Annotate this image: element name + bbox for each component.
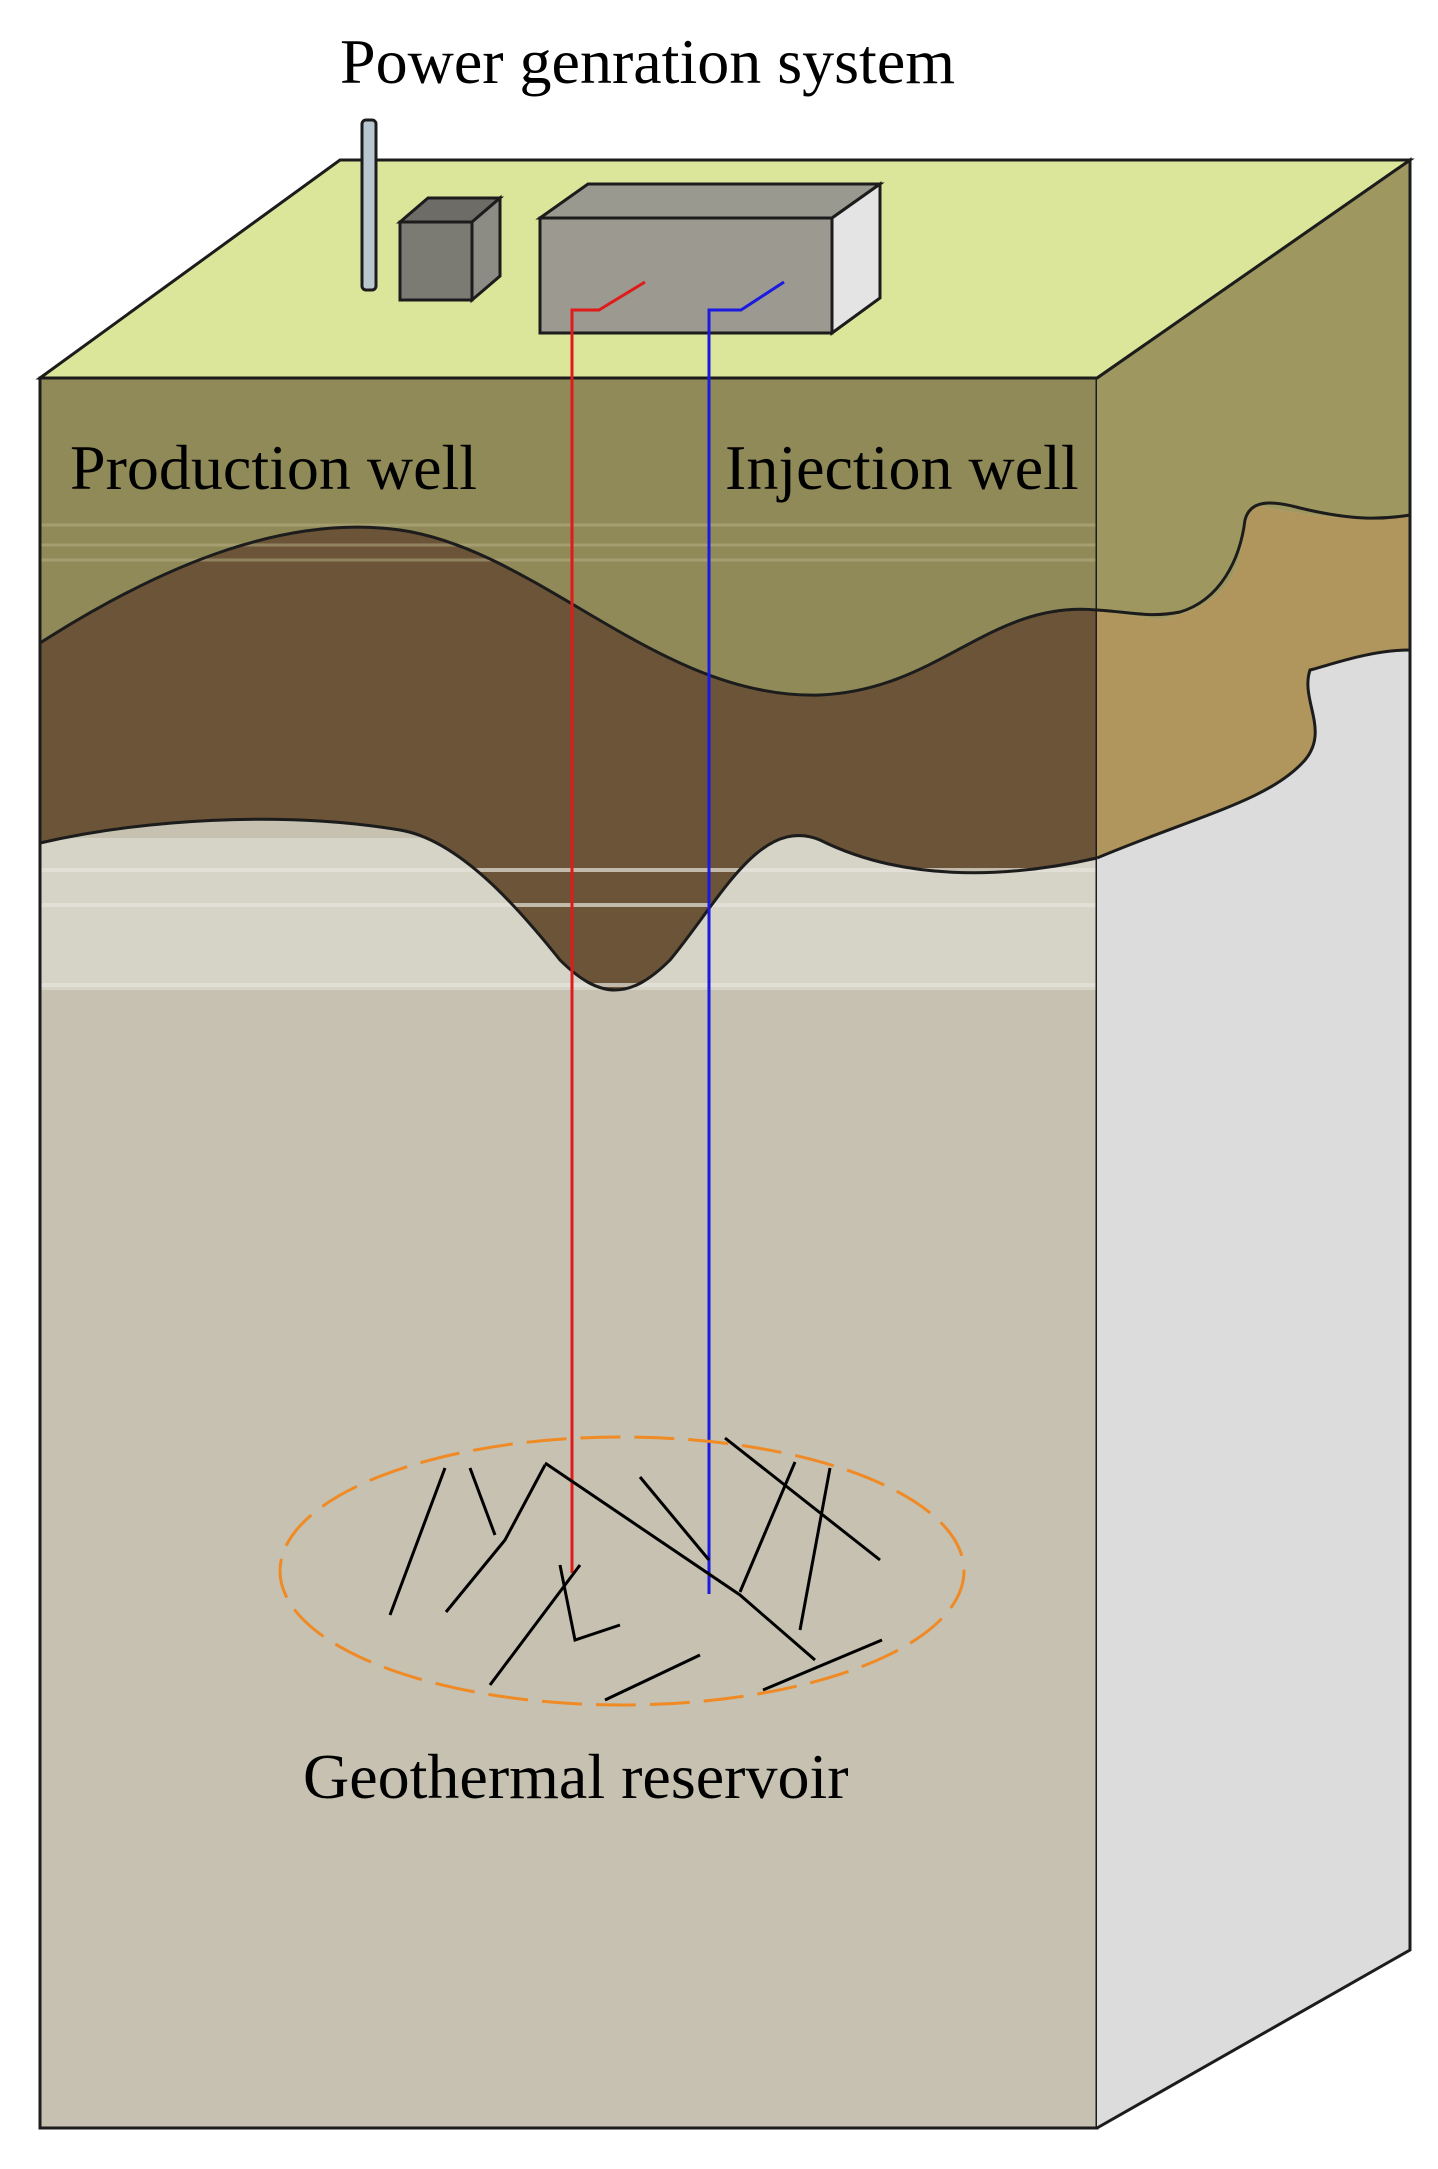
- right-face-boundary-2: [1096, 648, 1411, 860]
- soil-streaks: [40, 523, 1097, 562]
- reservoir-ellipse: [278, 1435, 966, 1707]
- upper-soil-layer: [40, 378, 1097, 696]
- right-face-sand: [1097, 505, 1410, 858]
- production-well-label: Production well: [70, 432, 478, 503]
- small-building-icon: [395, 194, 505, 304]
- middle-brown-layer: [40, 527, 1097, 990]
- production-well-pipe: [570, 280, 646, 1573]
- injection-well-pipe: [707, 280, 785, 1594]
- injection-well-label: Injection well: [725, 432, 1079, 503]
- front-face: [38, 376, 1099, 2130]
- fracture-network: [388, 1436, 883, 1702]
- chimney-icon: [360, 118, 378, 292]
- boundary-line-lower: [39, 817, 1098, 992]
- boundary-line-upper: [39, 525, 1098, 697]
- right-face-boundary-1: [1096, 501, 1411, 617]
- right-face: [1096, 157, 1412, 2130]
- power-plant-icon: [535, 181, 885, 336]
- power-generation-system-label: Power genration system: [340, 26, 955, 97]
- geothermal-reservoir-label: Geothermal reservoir: [303, 1741, 849, 1812]
- right-face-soil: [1097, 160, 1410, 620]
